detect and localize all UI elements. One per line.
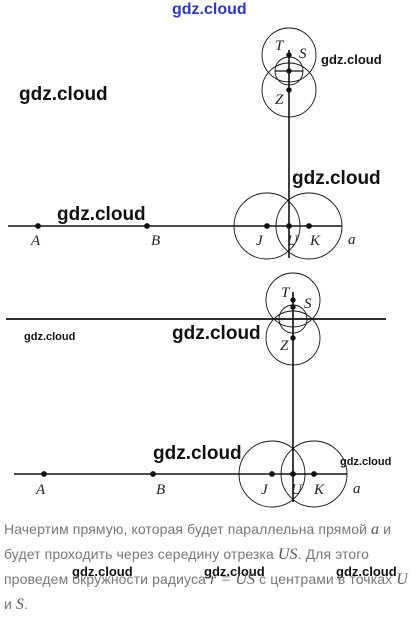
- math-point-s: S: [15, 596, 25, 613]
- label-j-point-2: J: [261, 482, 268, 498]
- watermark: gdz.cloud: [336, 564, 397, 579]
- watermark: gdz.cloud: [19, 84, 108, 105]
- figure-2: [6, 272, 386, 508]
- watermark: gdz.cloud: [340, 456, 392, 468]
- point-z-1: [286, 87, 292, 93]
- point-a-1: [35, 223, 41, 229]
- label-s-point-2: S: [304, 296, 312, 312]
- point-k-1: [306, 223, 312, 229]
- watermark: gdz.cloud: [172, 323, 261, 344]
- point-s-2: [290, 304, 296, 310]
- circle-k-1: [275, 192, 343, 260]
- point-k-2: [311, 471, 317, 477]
- watermark: gdz.cloud: [24, 331, 76, 343]
- label-b-point-1: B: [151, 233, 161, 249]
- label-z-point-1: Z: [275, 92, 284, 108]
- math-segment-us: US: [277, 546, 298, 563]
- text-part: и: [4, 596, 16, 612]
- watermark: gdz.cloud: [321, 52, 382, 67]
- math-radius: r = US: [209, 571, 256, 588]
- point-u-2: [290, 471, 296, 477]
- point-b-2: [150, 471, 156, 477]
- label-u-point-2: U: [291, 482, 302, 498]
- circle-s-2: [265, 310, 321, 366]
- circle-u-1: [233, 192, 301, 260]
- point-z-2: [290, 335, 296, 341]
- label-k-point-1: K: [310, 233, 321, 249]
- circle-t-1: [261, 27, 317, 83]
- math-point-u: U: [396, 571, 408, 588]
- text-part: с центрами в точках: [255, 571, 397, 587]
- circle-s-1: [261, 62, 317, 118]
- label-line-a-2: a: [353, 481, 361, 497]
- watermark: gdz.cloud: [153, 443, 242, 464]
- circle-t-2: [265, 272, 321, 328]
- watermark: gdz.cloud: [57, 204, 146, 225]
- text-part: .: [24, 596, 29, 612]
- text-part: . Для этого проведем окружности радиуса: [4, 546, 370, 587]
- watermark: gdz.cloud: [72, 564, 133, 579]
- math-line-a: a: [371, 521, 380, 538]
- text-part: Начертим прямую, которая будет параллель…: [4, 521, 368, 537]
- solution-text: Начертим прямую, которая будет параллель…: [4, 517, 414, 617]
- label-u-point-1: U: [287, 233, 298, 249]
- point-j-1: [264, 223, 270, 229]
- label-t-point-2: T: [281, 285, 290, 301]
- watermark-top: gdz.cloud: [172, 1, 247, 18]
- point-t-1: [286, 52, 292, 58]
- label-t-point-1: T: [275, 38, 284, 54]
- watermark: gdz.cloud: [292, 168, 381, 189]
- label-line-a-1: a: [348, 232, 356, 248]
- point-s-1: [286, 68, 292, 74]
- label-a-point-1: A: [31, 233, 41, 249]
- point-j-2: [269, 471, 275, 477]
- figure-1: [8, 27, 343, 260]
- point-b-1: [144, 223, 150, 229]
- circle-k-2: [280, 440, 348, 508]
- text-part: и будет проходить через середину отрезка: [4, 521, 392, 562]
- label-k-point-2: K: [314, 482, 325, 498]
- label-s-point-1: S: [299, 46, 307, 62]
- label-z-point-2: Z: [280, 338, 289, 354]
- point-t-2: [290, 297, 296, 303]
- label-a-point-2: A: [36, 482, 46, 498]
- point-u-1: [286, 223, 292, 229]
- circle-u-2: [238, 440, 306, 508]
- label-b-point-2: B: [156, 482, 166, 498]
- watermark: gdz.cloud: [204, 564, 265, 579]
- label-j-point-1: J: [256, 233, 263, 249]
- point-a-2: [41, 471, 47, 477]
